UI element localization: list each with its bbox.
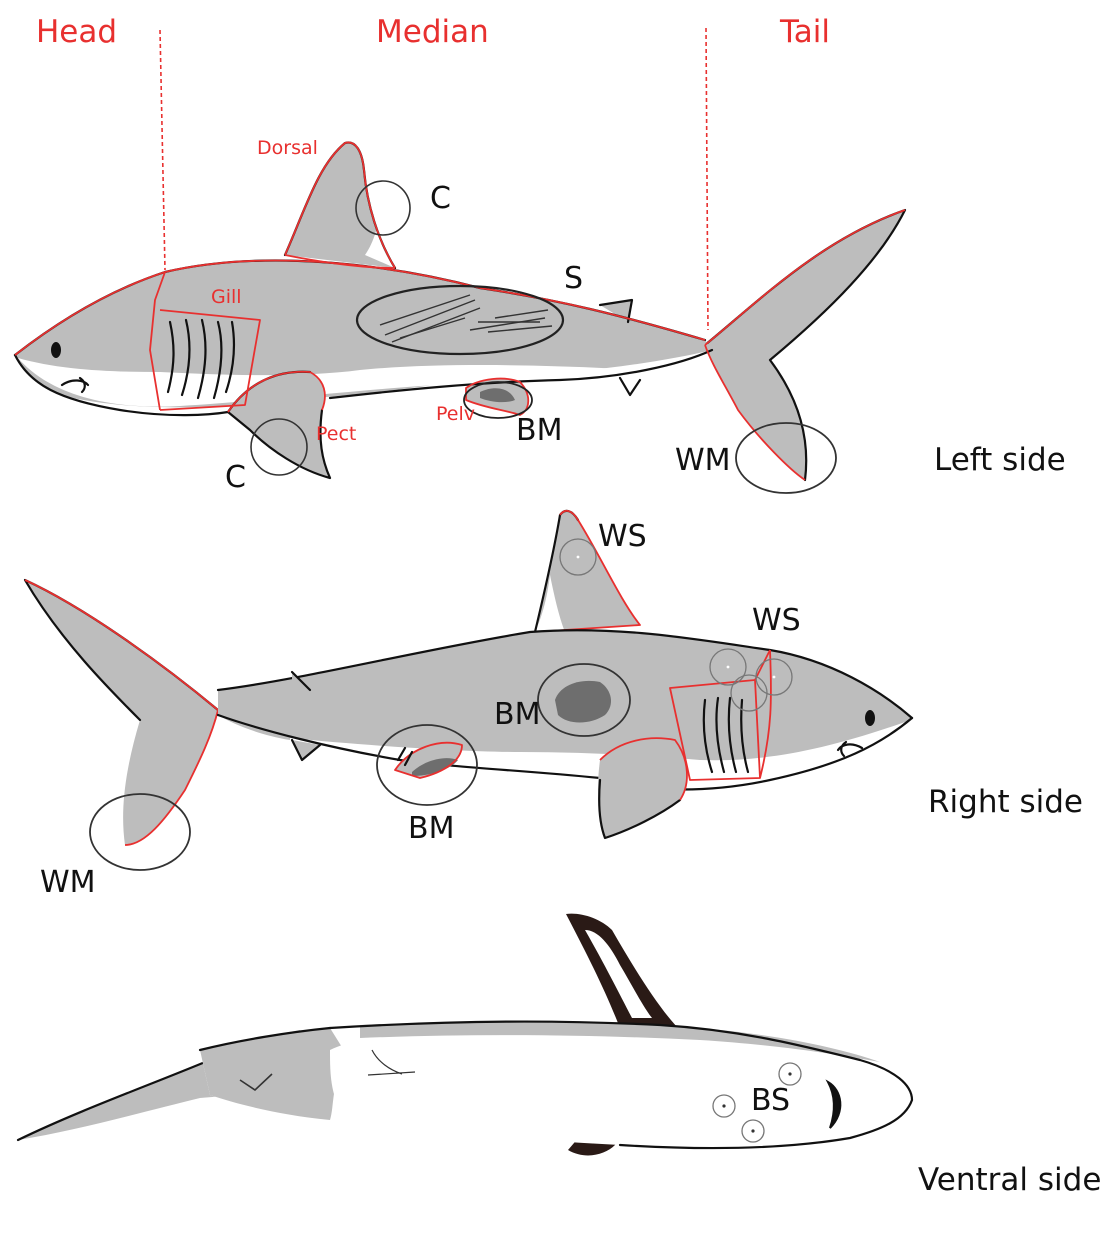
left-mark-wm: WM (675, 443, 731, 478)
right-mark-wm: WM (40, 865, 96, 900)
left-mark-s: S (564, 261, 583, 296)
region-label-tail: Tail (779, 14, 830, 50)
region-label-head: Head (36, 14, 117, 50)
ventral-body-gray-rear (200, 1028, 350, 1120)
ventral-side-label: Ventral side (918, 1162, 1101, 1198)
left-side-label: Left side (934, 442, 1066, 478)
right-side-shark: WS WS BM BM WM Right side (25, 511, 1083, 900)
fin-label-dorsal: Dorsal (257, 137, 318, 159)
right-mark-bm-body: BM (494, 697, 540, 732)
right-side-label: Right side (928, 784, 1083, 820)
fin-label-pelv: Pelv (436, 403, 475, 425)
right-tail-fin (25, 580, 218, 845)
left-mark-bm: BM (516, 413, 562, 448)
left-mark-c-pectoral: C (225, 460, 246, 495)
median-tail-divider (706, 28, 708, 330)
region-label-median: Median (376, 14, 489, 50)
head-median-divider (160, 30, 165, 270)
left-eye (51, 342, 61, 358)
left-side-shark: Dorsal Gill Pect Pelv C S C BM WM Left s… (15, 137, 1066, 495)
left-mark-c-dorsal: C (430, 181, 451, 216)
fin-label-pect: Pect (316, 423, 356, 445)
ventral-mark-bs: BS (751, 1083, 790, 1118)
right-eye (865, 710, 875, 726)
fin-label-gill: Gill (211, 286, 242, 308)
right-mark-ws-dorsal: WS (598, 519, 647, 554)
right-mark-bm-pelvic: BM (408, 811, 454, 846)
right-mark-ws-head: WS (752, 603, 801, 638)
ventral-side-shark: BS Ventral side (18, 914, 1101, 1198)
